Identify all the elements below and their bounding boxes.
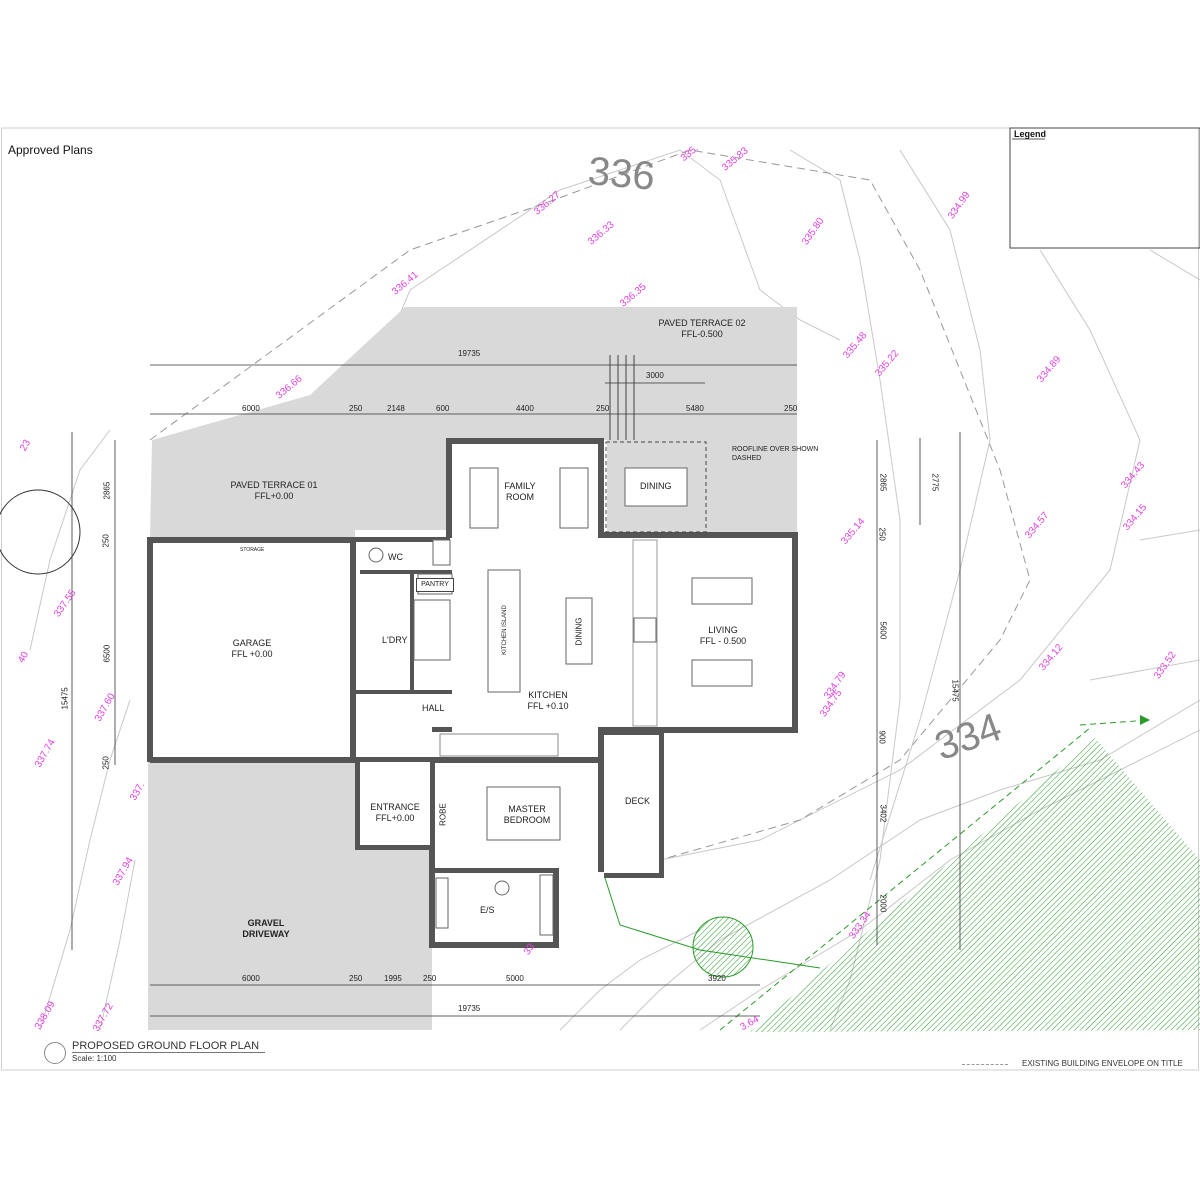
- dim-top: 250: [349, 404, 363, 413]
- entrance-level: FFL+0.00: [375, 813, 415, 823]
- master-line2: BEDROOM: [503, 815, 551, 825]
- kitchen-island-label: KITCHEN ISLAND: [502, 605, 508, 655]
- toilet-icon: [368, 547, 384, 563]
- envelope-note: EXISTING BUILDING ENVELOPE ON TITLE: [1022, 1059, 1183, 1068]
- dim-right: 5600: [878, 621, 888, 640]
- terrace01-label: PAVED TERRACE 01 FFL+0.00: [222, 480, 326, 502]
- driveway-label: GRAVEL DRIVEWAY: [236, 918, 296, 940]
- pantry-label: PANTRY: [416, 578, 454, 592]
- driveway-line1: GRAVEL: [247, 918, 285, 928]
- entrance-name: ENTRANCE: [370, 802, 420, 812]
- toilet-icon: [494, 880, 510, 896]
- entrance-label: ENTRANCE FFL+0.00: [362, 802, 428, 824]
- dim-top: 250: [596, 404, 610, 413]
- dim-top: 6000: [242, 404, 260, 413]
- legend-box: [1009, 127, 1200, 249]
- terrace02-name: PAVED TERRACE 02: [658, 318, 746, 328]
- driveway-line2: DRIVEWAY: [242, 929, 290, 939]
- sheet-border: [1, 127, 1199, 1071]
- living-level: FFL - 0.500: [699, 636, 747, 646]
- legend-title: Legend: [1014, 129, 1047, 139]
- dining-label: DINING: [574, 617, 584, 646]
- dim-top: 4400: [516, 404, 534, 413]
- family-room-line1: FAMILY: [504, 481, 536, 491]
- envelope-legend-line: [962, 1064, 1008, 1065]
- dimension-lines: [71, 364, 961, 1017]
- dim-top: 5480: [686, 404, 704, 413]
- dim-right-terrace: 2775: [930, 473, 940, 492]
- family-room-label: FAMILY ROOM: [500, 481, 540, 503]
- roofline-note: ROOFLINE OVER SHOWN DASHED: [732, 445, 818, 463]
- dim-top-overall: 19735: [458, 349, 481, 358]
- dim-bottom: 250: [423, 974, 437, 983]
- dim-bottom: 6000: [242, 974, 260, 983]
- master-bedroom-label: MASTER BEDROOM: [497, 804, 557, 826]
- dim-bottom: 5000: [506, 974, 524, 983]
- dim-right-overall: 15475: [950, 679, 960, 702]
- terrace01-level: FFL+0.00: [254, 491, 294, 501]
- dim-right: 250: [877, 527, 887, 541]
- living-name: LIVING: [708, 625, 738, 635]
- family-room-line2: ROOM: [506, 492, 534, 502]
- furniture: [368, 355, 753, 936]
- kitchen-island: [487, 569, 521, 693]
- kitchen-name: KITCHEN: [528, 690, 568, 700]
- dim-left: 250: [101, 534, 111, 548]
- landscape-hatch: [750, 738, 1200, 1032]
- storage-label: STORAGE: [240, 547, 265, 553]
- dim-left: 2865: [102, 481, 112, 500]
- header-note: Approved Plans: [8, 143, 93, 157]
- garage-name: GARAGE: [232, 638, 272, 648]
- building-walls: [147, 438, 798, 948]
- dim-bottom: 250: [349, 974, 363, 983]
- garage-label: GARAGE FFL +0.00: [222, 638, 282, 660]
- kitchen-level: FFL +0.10: [527, 701, 569, 711]
- garage-level: FFL +0.00: [231, 649, 273, 659]
- dim-left: 6500: [102, 644, 112, 663]
- dim-right: 900: [877, 730, 887, 744]
- roofline-note-line2: DASHED: [732, 455, 762, 462]
- plan-title: PROPOSED GROUND FLOOR PLAN: [72, 1040, 266, 1053]
- plan-title-marker: [44, 1042, 66, 1064]
- dim-right: 3402: [878, 804, 888, 823]
- contour-major-336: 336: [586, 149, 657, 199]
- dim-right: 2865: [878, 473, 888, 492]
- dim-top: 2148: [387, 404, 405, 413]
- roofline-note-line1: ROOFLINE OVER SHOWN: [732, 446, 819, 453]
- survey-circle: [0, 489, 81, 575]
- dim-top: 600: [436, 404, 450, 413]
- robe-label: ROBE: [438, 803, 448, 826]
- dining-terrace-label: DINING: [640, 481, 672, 491]
- dim-bottom: 3920: [708, 974, 726, 983]
- building-envelope-line: [149, 149, 1031, 861]
- master-line1: MASTER: [508, 804, 546, 814]
- laundry-label: L'DRY: [382, 635, 408, 645]
- hall-label: HALL: [422, 703, 445, 713]
- dim-top: 250: [784, 404, 798, 413]
- dim-left: 250: [101, 756, 111, 770]
- dim-right: 2000: [878, 894, 888, 913]
- living-label: LIVING FFL - 0.500: [688, 625, 758, 647]
- wc-label: WC: [388, 552, 403, 562]
- dim-top-terrace: 3000: [646, 371, 664, 380]
- dim-bottom: 1995: [384, 974, 402, 983]
- ensuite-label: E/S: [480, 905, 495, 915]
- terrace02-label: PAVED TERRACE 02 FFL-0.500: [650, 318, 754, 340]
- terrace02-level: FFL-0.500: [681, 329, 723, 339]
- tree-icon: [692, 916, 754, 978]
- dim-bottom-overall: 19735: [458, 1004, 481, 1013]
- kitchen-label: KITCHEN FFL +0.10: [518, 690, 578, 712]
- deck-label: DECK: [625, 796, 651, 806]
- terrace01-name: PAVED TERRACE 01: [230, 480, 318, 490]
- dim-left-overall: 15475: [60, 687, 70, 710]
- plan-scale: Scale: 1:100: [72, 1054, 117, 1063]
